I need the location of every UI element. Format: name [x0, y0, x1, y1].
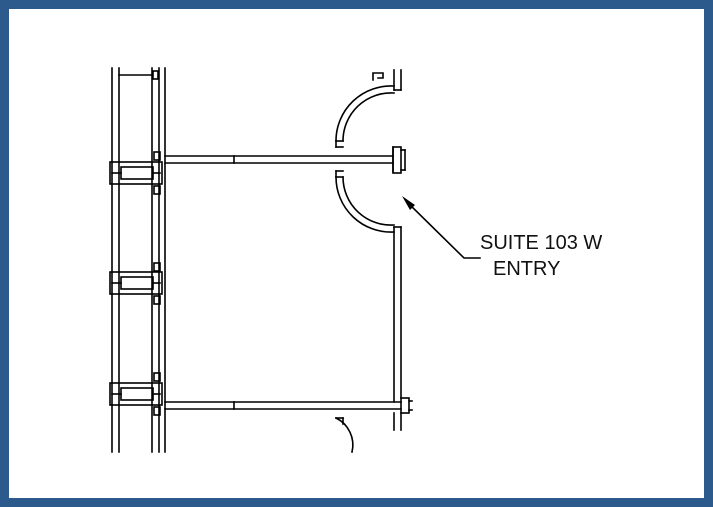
- entry-door-swing: [335, 170, 395, 233]
- suite-vertical-wall: [393, 226, 402, 403]
- upper-door-swing: [335, 85, 395, 148]
- wall-mullion-3: [109, 372, 163, 416]
- upper-partition-wall: [164, 146, 406, 174]
- callout-label-line-1: SUITE 103 W: [480, 232, 603, 254]
- callout-label-line-2: ENTRY: [493, 258, 561, 280]
- exterior-wall: [111, 67, 166, 453]
- callout-leader: [406, 201, 481, 259]
- callout-arrowhead: [402, 196, 415, 210]
- wall-mullion-2: [109, 262, 163, 305]
- wall-mullion-1: [109, 151, 163, 195]
- bottom-door-swing: [334, 412, 402, 453]
- lower-partition-wall: [164, 397, 413, 414]
